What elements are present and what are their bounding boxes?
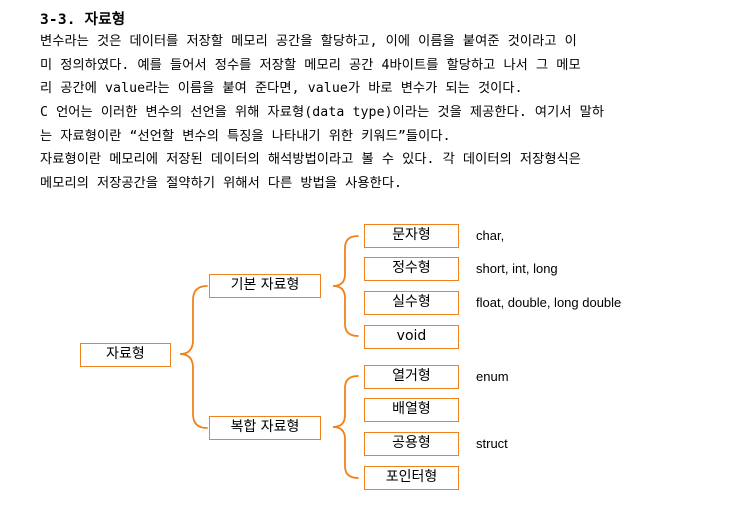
composite-type-label: 복합 자료형 [230,419,300,435]
basic-type-label: 기본 자료형 [230,277,300,293]
paragraph-1: 변수라는 것은 데이터를 저장할 메모리 공간을 할당하고, 이에 이름을 붙여… [40,30,720,101]
type-label: 배열형 [392,401,431,417]
type-label: 열거형 [392,368,431,384]
type-label: 실수형 [392,294,431,310]
paragraph-3: 자료형이란 메모리에 저장된 데이터의 해석방법이라고 볼 수 있다. 각 데이… [40,148,720,195]
paragraph-line: 메모리의 저장공간을 절약하기 위해서 다른 방법을 사용한다. [40,175,403,191]
type-box-float: 실수형 [364,291,459,315]
brace-composite [332,375,359,479]
type-note: struct [476,436,508,451]
type-box-int: 정수형 [364,257,459,281]
type-label: void [396,328,427,344]
type-box-void: void [364,325,459,349]
type-label: 정수형 [392,260,431,276]
basic-type-box: 기본 자료형 [209,274,321,298]
paragraph-line: 자료형이란 메모리에 저장된 데이터의 해석방법이라고 볼 수 있다. 각 데이… [40,152,582,167]
type-label: 포인터형 [385,469,438,485]
type-note: short, int, long [476,261,558,276]
root-label: 자료형 [106,346,145,362]
brace-basic [332,235,359,337]
paragraph-line: 리 공간에 value라는 이름을 붙여 준다면, value가 바로 변수가 … [40,81,523,96]
type-label: 공용형 [392,435,431,451]
paragraph-2: C 언어는 이러한 변수의 선언을 위해 자료형(data type)이라는 것… [40,101,720,148]
type-label: 문자형 [392,227,431,243]
paragraph-line: C 언어는 이러한 변수의 선언을 위해 자료형(data type)이라는 것… [40,105,605,120]
brace-root [179,285,208,429]
type-note: enum [476,369,509,384]
type-note: char, [476,228,505,243]
type-box-char: 문자형 [364,224,459,248]
type-box-enum: 열거형 [364,365,459,389]
paragraph-line: 는 자료형이란 “선언할 변수의 특징을 나타내기 위한 키워드”들이다. [40,128,451,144]
type-box-union: 공용형 [364,432,459,456]
section-heading: 3-3. 자료형 [40,12,126,28]
paragraph-line: 변수라는 것은 데이터를 저장할 메모리 공간을 할당하고, 이에 이름을 붙여… [40,34,577,49]
composite-type-box: 복합 자료형 [209,416,321,440]
root-box: 자료형 [80,343,171,367]
type-box-array: 배열형 [364,398,459,422]
type-note: float, double, long double [476,295,622,310]
type-box-pointer: 포인터형 [364,466,459,490]
paragraph-line: 미 정의하였다. 예를 들어서 정수를 저장할 메모리 공간 4바이트를 할당하… [40,57,581,73]
